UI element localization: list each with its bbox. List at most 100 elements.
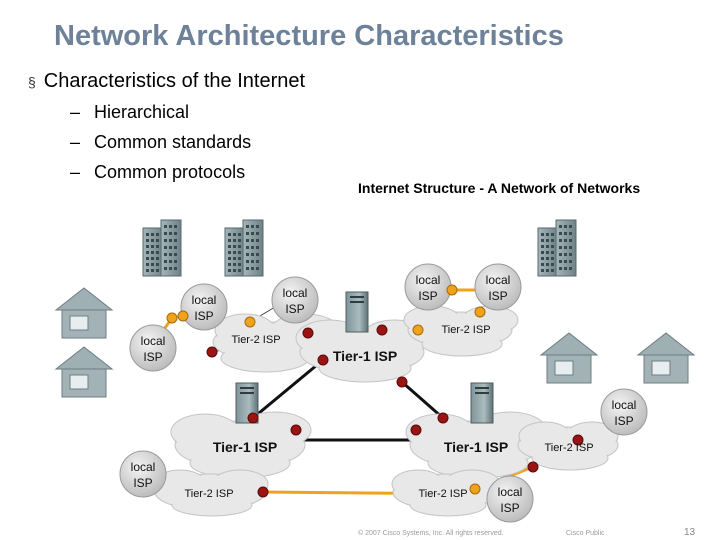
cloud-fill (320, 355, 410, 381)
building-window (246, 260, 249, 263)
building-window (238, 239, 241, 242)
building-window (564, 225, 567, 228)
cloud-fill (172, 415, 238, 449)
local-isp-circle (404, 263, 452, 311)
building-window (233, 269, 236, 272)
bullet-main: § Characteristics of the Internet (28, 70, 305, 93)
building-window (251, 239, 254, 242)
router-dot (317, 354, 329, 366)
building-window (569, 246, 572, 249)
cloud-fill (393, 471, 443, 497)
bullet-text: Characteristics of the Internet (43, 70, 306, 92)
building-window (164, 232, 167, 235)
router-dot (376, 324, 388, 336)
backbone-link (401, 380, 444, 420)
building-window (151, 245, 154, 248)
building-window (228, 269, 231, 272)
building-window (151, 251, 154, 254)
building-window (559, 246, 562, 249)
building-window (569, 267, 572, 270)
cloud-fill (213, 471, 267, 497)
router-dot (302, 327, 314, 339)
slide-title: Network Architecture Characteristics (54, 20, 564, 52)
building-window (174, 239, 177, 242)
page-number: 13 (684, 527, 696, 538)
server-icon (345, 291, 369, 333)
building-window (541, 239, 544, 242)
building-window (559, 267, 562, 270)
sub-dash: – (70, 162, 81, 182)
building-window (541, 245, 544, 248)
building-window (156, 257, 159, 260)
local-link-dot (446, 284, 458, 296)
building-window (246, 225, 249, 228)
dots-layer (166, 284, 584, 498)
building-window (564, 260, 567, 263)
footer-copyright: © 2007 Cisco Systems, Inc. All rights re… (358, 530, 504, 537)
server-slot (350, 296, 364, 298)
building-window (146, 251, 149, 254)
building-window (546, 251, 549, 254)
house-roof (539, 332, 599, 356)
house-roof (636, 332, 696, 356)
building-window (164, 260, 167, 263)
sub-bullet-text: Common protocols (94, 162, 246, 182)
sub-dash: – (70, 102, 81, 122)
local-isp-circle (486, 475, 534, 523)
cloud-fill (191, 449, 289, 477)
building-window (256, 225, 259, 228)
building-window (564, 232, 567, 235)
building-window (541, 257, 544, 260)
building-window (233, 263, 236, 266)
clouds-layer (153, 305, 619, 517)
building-window (251, 232, 254, 235)
local-link-dot (177, 310, 189, 322)
building-window (146, 245, 149, 248)
building-window (174, 260, 177, 263)
router-dot (437, 412, 449, 424)
building-window (256, 239, 259, 242)
building-window (541, 233, 544, 236)
sub-bullet-protocols: –Common protocols (70, 162, 305, 183)
building-icon (537, 219, 577, 277)
local-isp-label: ISP (500, 501, 519, 515)
building-window (174, 267, 177, 270)
tier2-label: Tier-2 ISP (418, 488, 467, 500)
building-window (569, 225, 572, 228)
building-window (169, 246, 172, 249)
local-isp-label: ISP (133, 476, 152, 490)
local-link-dot (166, 312, 178, 324)
local-isp-circle (119, 450, 167, 498)
building-window (233, 239, 236, 242)
local-isp-label: local (486, 273, 511, 287)
building-window (151, 239, 154, 242)
building-window (546, 257, 549, 260)
building-window (228, 239, 231, 242)
local-isp-label: local (141, 334, 166, 348)
local-link-dot (412, 324, 424, 336)
bullet-list: § Characteristics of the Internet –Hiera… (28, 70, 305, 183)
building-window (233, 233, 236, 236)
building-window (541, 251, 544, 254)
building-window (151, 257, 154, 260)
house-icon (54, 346, 114, 398)
tier1-label: Tier-1 ISP (444, 439, 508, 455)
cloud-fill (173, 495, 251, 515)
cloud-shape (405, 411, 547, 479)
house-icon (54, 287, 114, 339)
building-window (246, 267, 249, 270)
building-window (546, 233, 549, 236)
building-window (238, 269, 241, 272)
building-window (564, 246, 567, 249)
building-window (151, 233, 154, 236)
building-window (256, 253, 259, 256)
building-window (546, 239, 549, 242)
router-dot (206, 346, 218, 358)
sub-bullet-text: Hierarchical (94, 102, 190, 122)
diagram-title: Internet Structure - A Network of Networ… (358, 180, 641, 196)
building-window (146, 257, 149, 260)
building-window (551, 233, 554, 236)
